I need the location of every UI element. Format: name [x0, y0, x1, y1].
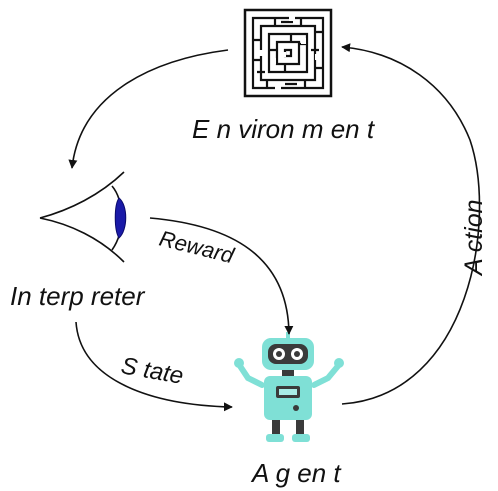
state-label: S tate: [119, 352, 185, 389]
eye-icon: [39, 171, 127, 263]
state-arrow: [75, 321, 233, 412]
environment-to-interpreter-arrow: [68, 49, 229, 169]
robot-icon: [234, 332, 344, 442]
action-arrow: [341, 43, 481, 405]
maze-icon: [243, 8, 333, 98]
reward-label: Reward: [157, 226, 237, 269]
interpreter-label: In terp reter: [10, 281, 146, 311]
action-label: A ction: [460, 199, 488, 277]
agent-label: A g en t: [250, 458, 342, 488]
reward-arrow: [149, 217, 294, 335]
environment-label: E n viron m en t: [192, 114, 376, 144]
